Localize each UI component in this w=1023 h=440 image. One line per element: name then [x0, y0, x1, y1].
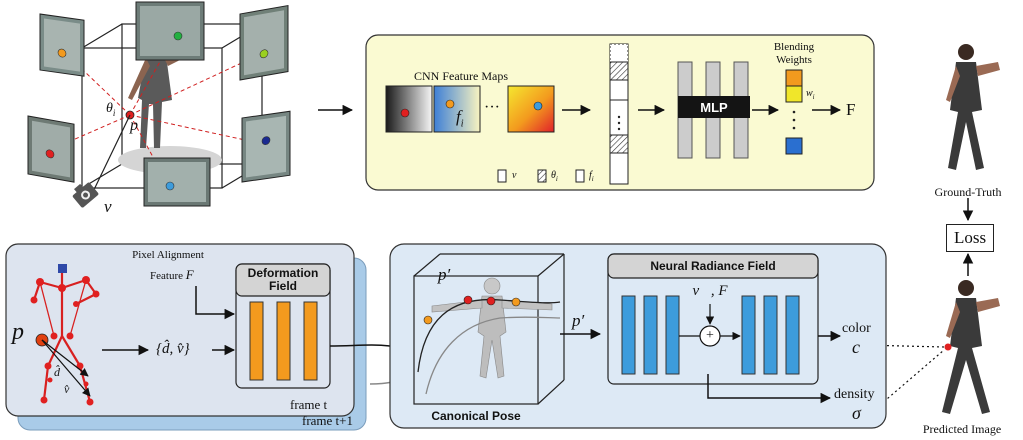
ground-truth-image [946, 44, 1000, 170]
vector-v [41, 339, 91, 397]
feature-vector [609, 43, 629, 185]
sample-points [423, 295, 521, 325]
vF-label: v⃗, F [692, 283, 728, 299]
deformation-title-line1: Deformation [247, 265, 319, 280]
ray-curve-2 [425, 316, 561, 395]
plus-icon [699, 325, 721, 347]
legend-f-label: fi [589, 170, 594, 183]
deformation-field-title: Deformation Field [236, 264, 330, 296]
wi-label: wi [806, 88, 815, 101]
camera-icon [72, 182, 99, 208]
blending-label: Blending [773, 41, 815, 53]
ground-truth-label: Ground-Truth [934, 185, 1002, 199]
dotted-color-to-pixel [861, 344, 945, 348]
nerf-layers-right [741, 295, 800, 375]
skeleton-joints [30, 264, 100, 406]
feature-map-3 [507, 85, 555, 133]
view-1 [39, 13, 85, 77]
p-prime-box-label: p′ [438, 265, 451, 284]
legend-v-label: v⃗ [512, 170, 525, 181]
canonical-cube [413, 253, 565, 405]
c-label: c [852, 337, 860, 357]
camera-v-label: v⃗ [104, 197, 125, 216]
p-prime-arrow-label: p′ [572, 311, 585, 330]
plus-glyph: + [706, 328, 714, 343]
p-left-label: p [12, 319, 24, 345]
d-v-set-label: {d̂, v̂} [156, 341, 190, 357]
camera-ray [89, 114, 131, 199]
ellipsis-label: ··· [484, 99, 500, 116]
arrow-feature-to-deform [195, 286, 236, 320]
view-2 [135, 1, 205, 61]
cnn-feature-maps-label: CNN Feature Maps [414, 69, 508, 83]
weights-label: Weights [776, 54, 812, 66]
view-3 [239, 4, 289, 81]
canonical-pose-label: Canonical Pose [431, 409, 521, 423]
color-label: color [842, 321, 871, 336]
predicted-image-label: Predicted Image [922, 422, 1002, 436]
frame-t-label: frame t [290, 397, 328, 412]
legend-theta-label: θi [551, 170, 558, 183]
predicted-pixel [944, 343, 952, 351]
density-label: density [834, 387, 875, 402]
pixel-alignment-label: Pixel Alignment [132, 249, 204, 261]
feature-legend [497, 169, 585, 183]
feature-F-label: Feature F [150, 267, 194, 282]
mlp-label: MLP [678, 96, 750, 118]
view-4 [27, 115, 75, 183]
feature-map-2 [433, 85, 481, 133]
theta-i-label: θi [106, 101, 116, 118]
sigma-label: σ [852, 403, 861, 423]
view-5 [241, 110, 291, 183]
nerf-title: Neural Radiance Field [650, 259, 776, 273]
deformation-title-line2: Field [268, 279, 297, 293]
nerf-layers-left [621, 295, 680, 375]
d-hat-label: d̂ [54, 365, 60, 379]
loss-box: Loss [946, 224, 994, 252]
feature-map-1 [385, 85, 433, 133]
predicted-image [942, 280, 1000, 414]
cnn-feature-maps [385, 85, 555, 133]
vector-d [41, 339, 89, 377]
blending-weights [785, 69, 803, 155]
F-output-label: F [846, 100, 856, 119]
p-top-label: p [130, 117, 138, 134]
view-thumbnails [27, 1, 291, 207]
frame-t1-label: frame t+1 [302, 413, 354, 428]
fi-label: fi [456, 107, 464, 130]
v-hat-label: v̂ [64, 382, 70, 396]
arrow-density [707, 374, 832, 404]
deformation-layers [249, 301, 318, 381]
view-6 [143, 157, 211, 207]
dotted-density-to-pixel [879, 349, 945, 406]
